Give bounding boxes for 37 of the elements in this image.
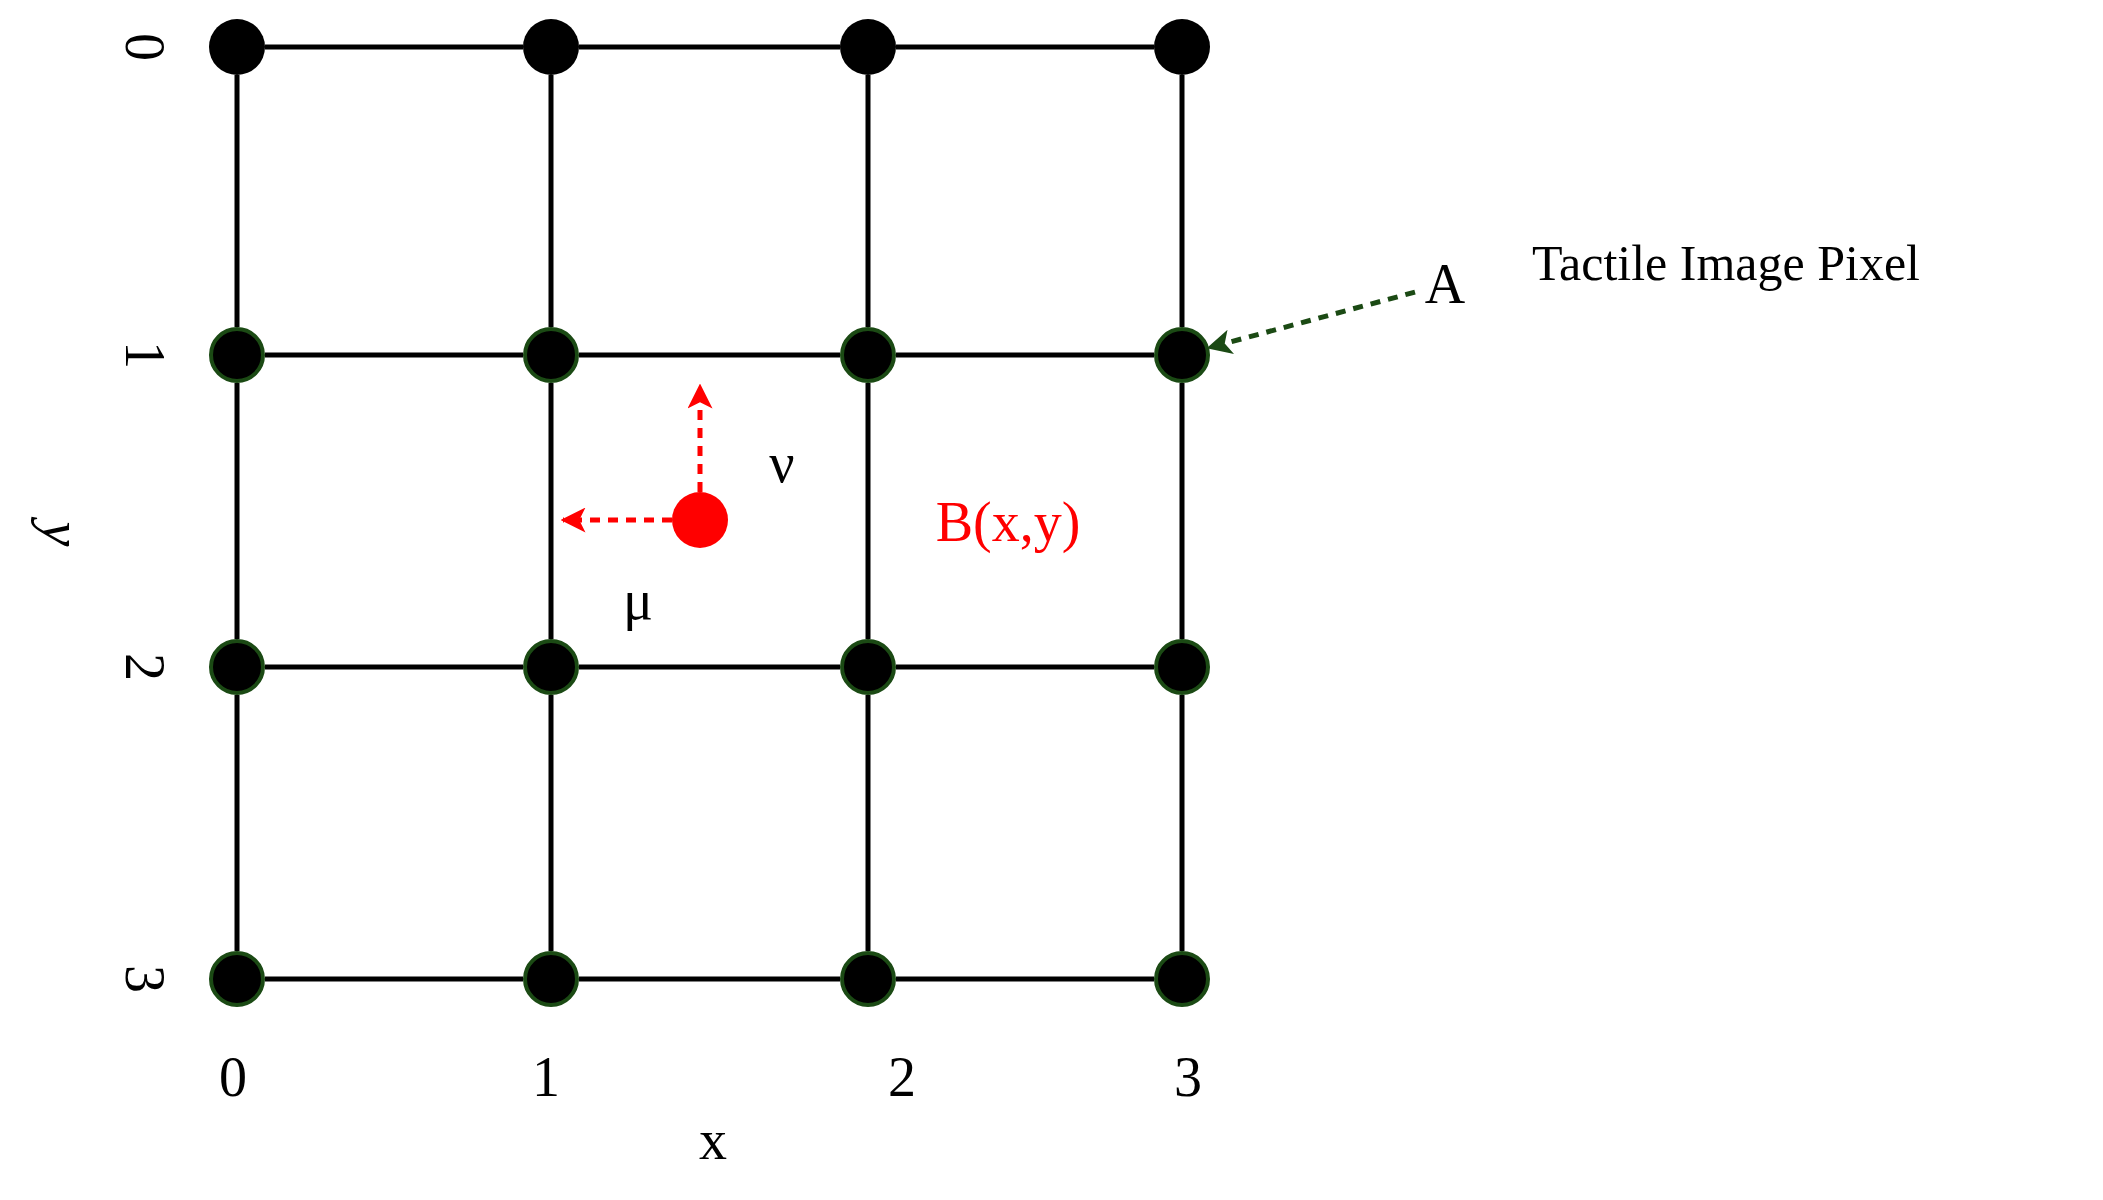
grid-line	[865, 383, 871, 639]
tick-label: 0	[219, 1049, 247, 1105]
tick-label: 2	[888, 1049, 916, 1105]
tick-label: 0	[117, 33, 173, 61]
dashed-arrow	[560, 507, 672, 533]
grid-line	[234, 695, 240, 951]
grid-line	[896, 976, 1154, 982]
grid-line	[1179, 75, 1185, 327]
tick-label: 1	[532, 1049, 560, 1105]
grid-line	[265, 44, 523, 50]
grid-line	[1179, 695, 1185, 951]
dashed-arrow	[687, 383, 713, 492]
grid-line	[865, 695, 871, 951]
tick-label: 3	[117, 965, 173, 993]
grid-line	[548, 695, 554, 951]
axis-label: x	[699, 1112, 727, 1168]
tick-label: 2	[117, 653, 173, 681]
grid-line	[548, 75, 554, 327]
grid-line	[579, 352, 840, 358]
grid-line	[265, 976, 523, 982]
grid-line	[265, 664, 523, 670]
grid-line	[896, 44, 1154, 50]
grid-line	[548, 383, 554, 639]
grid-line	[896, 664, 1154, 670]
grid-line	[579, 44, 840, 50]
grid-line	[234, 383, 240, 639]
grid-line	[896, 352, 1154, 358]
direction-label: ν	[769, 435, 795, 491]
grid-line	[865, 75, 871, 327]
grid-line	[265, 352, 523, 358]
tick-label: 1	[117, 341, 173, 369]
point-letter: A	[1424, 256, 1466, 312]
grid-line	[1179, 383, 1185, 639]
grid-line	[579, 976, 840, 982]
grid-line	[234, 75, 240, 327]
grid-line	[579, 664, 840, 670]
tick-label: 3	[1174, 1049, 1202, 1105]
